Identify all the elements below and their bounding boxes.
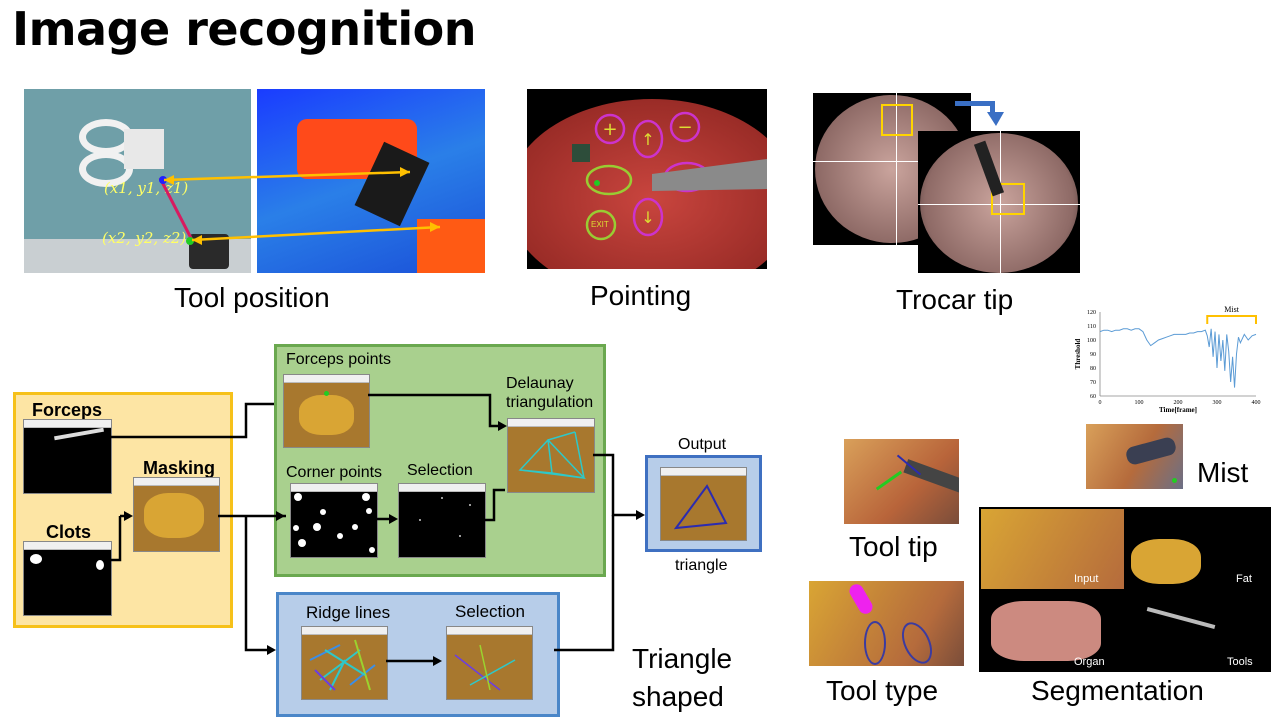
label-forceps-points: Forceps points [286,351,391,368]
pointing-photo: + ↑ − ↓ EXIT [527,89,767,269]
chart-x-tick: 100 [1135,400,1144,406]
tool-type-photo [809,581,964,666]
caption-trocar-tip: Trocar tip [896,284,1014,315]
label-clots: Clots [46,522,91,542]
chart-x-tick: 400 [1252,400,1261,406]
seg-label-input: Input [1074,573,1099,585]
chart-x-tick: 300 [1213,400,1222,406]
seg-fat-tile [1126,509,1269,589]
chart-y-tick: 90 [1090,352,1096,358]
caption-tool-type: Tool type [826,675,939,706]
label-triangle: triangle [675,557,728,574]
label-ridge-lines: Ridge lines [306,603,391,622]
chart-y-tick: 100 [1087,338,1096,344]
seg-label-organ: Organ [1074,656,1105,668]
label-output: Output [678,436,727,453]
label-delaunay: Delaunay triangulation [506,375,594,411]
chart-y-tick: 120 [1087,310,1096,316]
label-corner-points: Corner points [286,464,383,481]
label-forceps: Forceps [32,400,103,420]
svg-text:+: + [602,119,617,140]
chart-y-tick: 80 [1090,366,1096,372]
label-masking: Masking [143,458,216,478]
page-title: Image recognition [12,2,477,56]
svg-text:↑: ↑ [641,130,654,149]
exit-label: EXIT [591,220,609,229]
chart-x-tick: 0 [1099,400,1102,406]
chart-x-tick: 200 [1174,400,1183,406]
trocar-photo-2 [918,131,1080,273]
chart-y-label: Threshold [1074,339,1082,370]
chart-mist-annotation: Mist [1224,305,1239,314]
chart-y-tick: 110 [1087,324,1096,330]
tool-position-photo: (x1, y1, z1) (x2, y2, z2) [24,89,251,273]
caption-tool-position: Tool position [174,282,330,313]
thumb-clots [23,541,112,616]
seg-label-tools: Tools [1227,656,1253,668]
label-selection-top: Selection [407,462,473,479]
seg-label-fat: Fat [1236,573,1252,585]
label-selection-bottom: Selection [455,602,525,621]
label-triangle-shaped: Triangle shaped [632,643,733,712]
thumb-forceps [23,419,112,494]
chart-mist-bracket [1206,315,1257,324]
caption-mist: Mist [1197,457,1249,488]
seg-tools-tile [1126,591,1269,671]
caption-segmentation: Segmentation [1031,675,1204,706]
caption-tool-tip: Tool tip [849,531,938,562]
caption-pointing: Pointing [590,280,692,311]
seg-input-tile [981,509,1124,589]
seg-organ-tile [981,591,1124,671]
depth-map-photo [257,89,485,273]
thumb-masking [133,477,220,552]
point-2-label: (x2, y2, z2) [102,229,187,247]
mist-photo [1086,424,1183,489]
pointing-overlay: + ↑ − ↓ [572,111,767,241]
tool-tip-photo [844,439,959,524]
svg-text:↓: ↓ [641,208,654,227]
segmentation-grid: Input Fat Organ Tools [979,507,1271,672]
chart-y-tick: 70 [1090,380,1096,386]
chart-y-tick: 60 [1090,394,1096,400]
thumb-forceps-points [283,374,370,448]
svg-text:−: − [677,117,692,138]
chart-series-line [1099,328,1257,388]
thumb-selection-top [398,483,486,558]
chart-x-label: Time[frame] [1159,406,1197,414]
